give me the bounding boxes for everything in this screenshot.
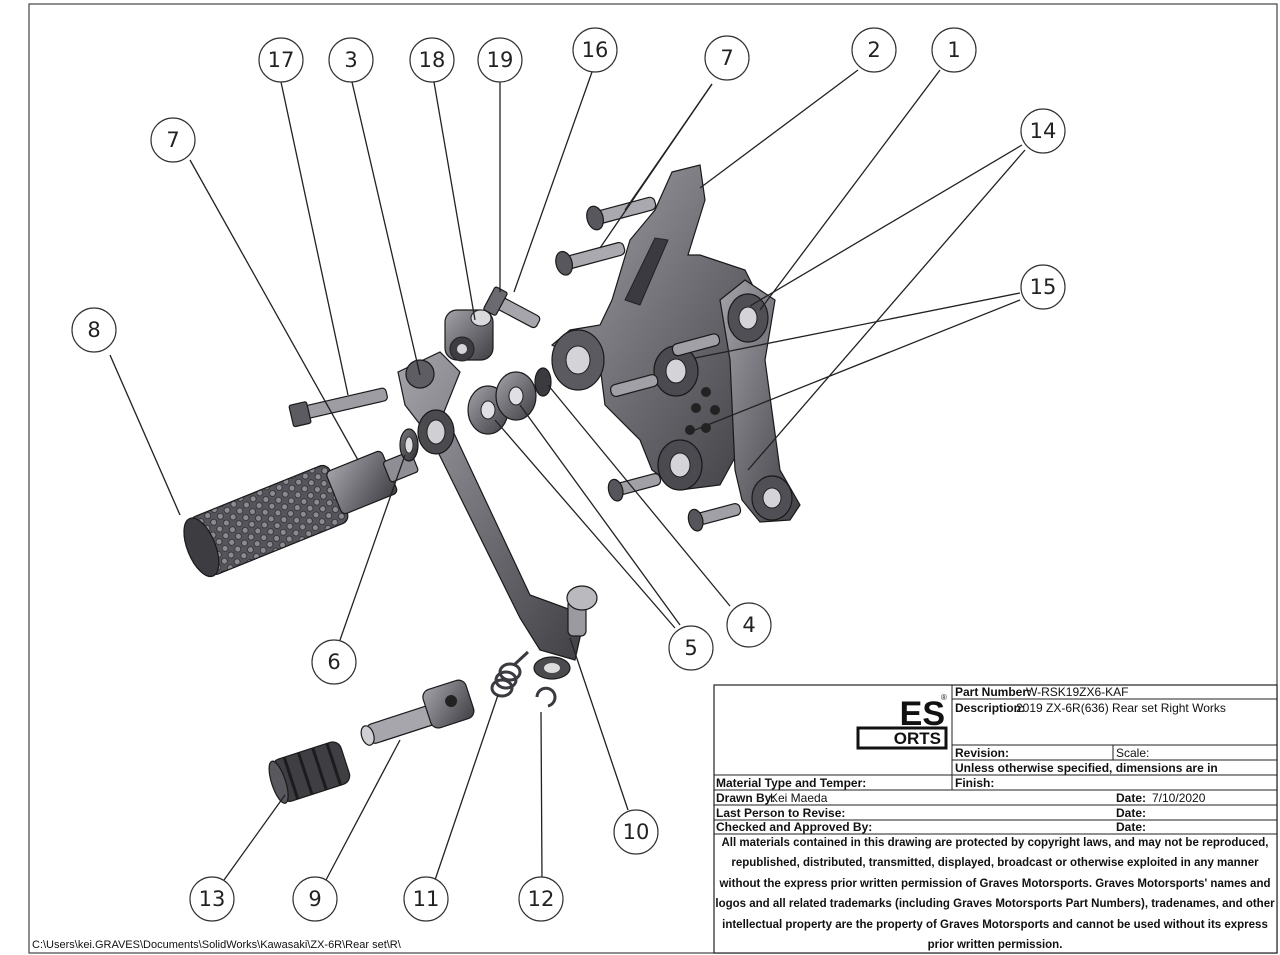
balloon-4-label: 4 <box>742 613 755 637</box>
balloon-9: 9 <box>292 876 338 922</box>
drawn-by-label: Drawn By: <box>716 791 775 805</box>
balloon-16-label: 16 <box>582 38 609 62</box>
notice-line-3: without the express prior written permis… <box>718 878 1270 890</box>
sheet-border <box>28 3 1278 954</box>
balloon-2-label: 2 <box>867 38 880 62</box>
balloons: 17 3 18 19 16 7 2 1 14 15 7 8 6 5 4 10 1… <box>71 27 1066 922</box>
spring-11-part <box>490 650 530 698</box>
notice-line-2: republished, distributed, transmitted, d… <box>731 857 1259 869</box>
leader-lines <box>109 69 1026 881</box>
balloon-16: 16 <box>572 27 618 73</box>
revise-date-label: Date: <box>1116 806 1146 820</box>
revision-label: Revision: <box>955 746 1009 760</box>
bolt-15-upper-part <box>671 333 721 357</box>
link-1-part <box>719 279 801 523</box>
logo-registered-mark: ® <box>941 693 947 702</box>
balloon-3-label: 3 <box>344 48 357 72</box>
checked-label: Checked and Approved By: <box>716 820 872 834</box>
balloon-3: 3 <box>328 37 374 83</box>
footpeg-part <box>183 450 419 578</box>
balloon-5: 5 <box>668 625 714 671</box>
balloon-14-label: 14 <box>1030 119 1057 143</box>
scale-label: Scale: <box>1116 746 1149 760</box>
balloon-2: 2 <box>851 27 897 73</box>
drawn-date-label: Date: <box>1116 791 1146 805</box>
balloon-17-label: 17 <box>268 48 295 72</box>
balloon-7-left: 7 <box>150 117 196 163</box>
balloon-10: 10 <box>613 809 659 855</box>
balloon-19: 19 <box>477 37 523 83</box>
shift-peg-9-part <box>360 679 475 746</box>
circlip-12-part <box>535 686 557 708</box>
bolt-7-mid-part <box>555 241 626 276</box>
bolt-14-upper-part <box>607 472 662 502</box>
notice-line-5: intellectual property are the property o… <box>722 919 1268 931</box>
bolt-17-part <box>288 387 388 428</box>
balloon-8-label: 8 <box>87 318 100 342</box>
balloon-7-left-label: 7 <box>166 128 179 152</box>
company-logo: ES ORTS ® <box>856 693 948 750</box>
drawn-by-value: Kei Maeda <box>770 791 828 805</box>
material-label: Material Type and Temper: <box>716 776 866 790</box>
balloon-1: 1 <box>931 27 977 73</box>
balloon-18-label: 18 <box>419 48 446 72</box>
clevis-18-part <box>444 309 494 362</box>
description-value: 2019 ZX-6R(636) Rear set Right Works <box>1016 701 1226 715</box>
notice-line-6: prior written permission. <box>928 939 1063 951</box>
balloon-19-label: 19 <box>487 48 514 72</box>
balloon-17: 17 <box>258 37 304 83</box>
balloon-12-label: 12 <box>528 887 555 911</box>
balloon-12: 12 <box>518 876 564 922</box>
file-path: C:\Users\kei.GRAVES\Documents\SolidWorks… <box>32 939 402 951</box>
bolt-14-lower-part <box>687 502 742 532</box>
rubber-13-part <box>268 741 351 804</box>
dimensions-note: Unless otherwise specified, dimensions a… <box>955 761 1218 775</box>
lever-arm-3-part <box>397 351 586 661</box>
balloon-11-label: 11 <box>413 887 440 911</box>
checked-date-label: Date: <box>1116 820 1146 834</box>
bracket-2-part <box>550 164 761 491</box>
last-revise-label: Last Person to Revise: <box>716 806 845 820</box>
title-block: ES ORTS ® Part Number: W-RSK19ZX6-KAF De… <box>713 684 1278 954</box>
notice-line-4: logos and all related trademarks (includ… <box>715 898 1275 910</box>
balloon-6-label: 6 <box>327 650 340 674</box>
balloon-4: 4 <box>726 602 772 648</box>
balloon-13: 13 <box>189 876 235 922</box>
balloon-5-label: 5 <box>684 636 697 660</box>
balloon-15-label: 15 <box>1030 275 1057 299</box>
finish-label: Finish: <box>955 776 994 790</box>
balloon-14: 14 <box>1020 108 1066 154</box>
balloon-15: 15 <box>1020 264 1066 310</box>
balloon-10-label: 10 <box>623 820 650 844</box>
exploded-view <box>183 164 801 804</box>
logo-text-line2: ORTS <box>894 729 941 748</box>
bolt-19-part <box>483 286 541 329</box>
balloon-7-top-label: 7 <box>720 46 733 70</box>
bolt-15-lower-part <box>609 374 659 398</box>
part-number-label: Part Number: <box>955 685 1031 699</box>
balloon-18: 18 <box>409 37 455 83</box>
balloon-9-label: 9 <box>308 887 321 911</box>
pin-10-part <box>533 585 598 680</box>
drawn-date-value: 7/10/2020 <box>1152 791 1206 805</box>
balloon-11: 11 <box>403 876 449 922</box>
balloon-1-label: 1 <box>947 38 960 62</box>
balloon-8: 8 <box>71 307 117 353</box>
balloon-7-top: 7 <box>704 35 750 81</box>
notice-line-1: All materials contained in this drawing … <box>721 837 1268 849</box>
washer-4-part <box>534 367 552 397</box>
spacers-5-part <box>467 371 537 435</box>
balloon-6: 6 <box>311 639 357 685</box>
balloon-13-label: 13 <box>199 887 226 911</box>
part-number-value: W-RSK19ZX6-KAF <box>1026 685 1128 699</box>
description-label: Description: <box>955 701 1025 715</box>
